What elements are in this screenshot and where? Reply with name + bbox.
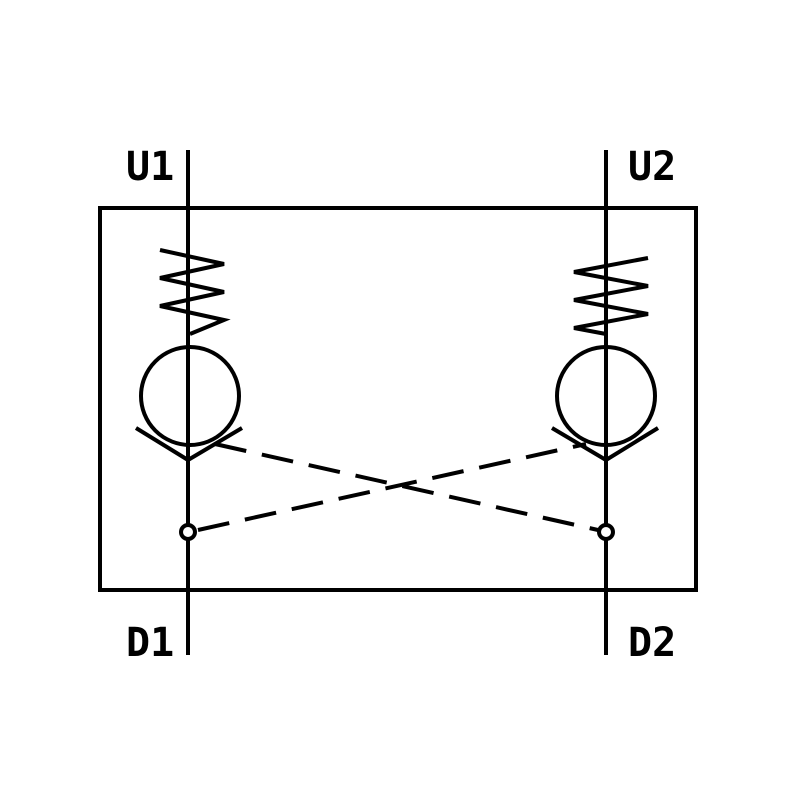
port-label-u1: U1: [126, 144, 174, 190]
right-check-ball-icon: [555, 345, 657, 447]
port-label-d2: D2: [628, 620, 676, 666]
right-spring-icon: [573, 256, 649, 336]
right-valve-seat-icon: [550, 426, 660, 463]
left-pilot-port-icon: [179, 523, 197, 541]
valve-body: [98, 206, 698, 592]
pilot-line-right-to-left: [197, 442, 587, 532]
left-valve-seat-icon: [134, 426, 244, 463]
left-spring-icon: [159, 248, 231, 336]
port-label-d1: D1: [126, 620, 174, 666]
left-check-ball-icon: [139, 345, 241, 447]
right-pilot-port-icon: [597, 523, 615, 541]
port-label-u2: U2: [628, 144, 676, 190]
pilot-line-left-to-right: [214, 442, 599, 532]
